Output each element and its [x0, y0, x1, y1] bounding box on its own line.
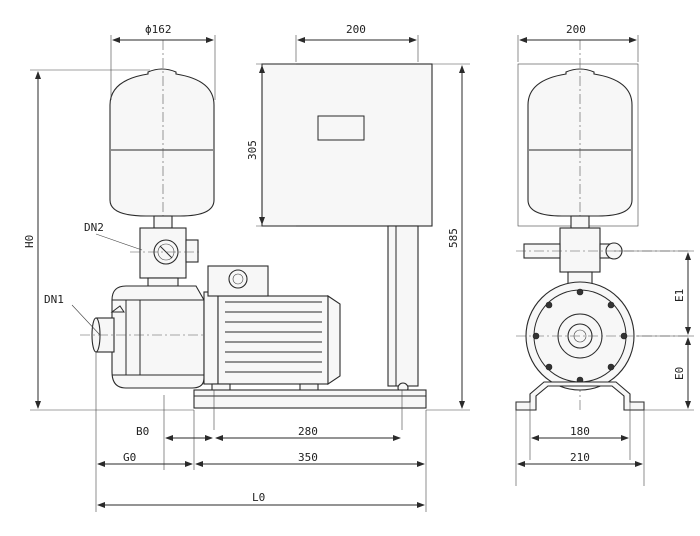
front-view: DN2 DN1 ϕ162 200 305 585 — [23, 23, 470, 512]
tank-diameter-value: ϕ162 — [145, 23, 172, 36]
base-width-value: 350 — [298, 451, 318, 464]
leaders — [71, 233, 143, 336]
cross-fitting — [130, 227, 200, 287]
h0-dimension — [30, 69, 194, 411]
side-base-bracket — [515, 381, 645, 486]
overall-cabinet-height-dimension — [426, 63, 470, 411]
e-dimensions — [614, 250, 694, 411]
pressure-tank — [109, 40, 215, 235]
base-mount-width-value: 280 — [298, 425, 318, 438]
side-view: 200 E1 E0 180 210 — [515, 23, 694, 486]
cabinet-height-value: 305 — [246, 140, 259, 160]
tank-diameter-dimension — [110, 35, 216, 100]
cabinet-width-dimension — [295, 35, 419, 62]
base-plate — [193, 389, 427, 430]
g0-value: G0 — [123, 451, 136, 464]
e1-value: E1 — [673, 289, 686, 302]
pump-body — [80, 285, 230, 389]
cabinet-height-dimension — [256, 63, 296, 227]
l0-value: L0 — [252, 491, 265, 504]
inlet-label: DN1 — [44, 293, 64, 306]
e0-value: E0 — [673, 367, 686, 380]
side-valve — [516, 227, 690, 285]
overall-cabinet-height-value: 585 — [447, 228, 460, 248]
cabinet-width-value: 200 — [346, 23, 366, 36]
side-width-dimension — [517, 35, 639, 62]
side-bottom-dimensions — [517, 435, 643, 467]
h0-value: H0 — [23, 235, 36, 248]
outlet-label: DN2 — [84, 221, 104, 234]
side-mount-width-value: 180 — [570, 425, 590, 438]
side-width-value: 200 — [566, 23, 586, 36]
control-cabinet — [261, 63, 433, 394]
motor — [203, 265, 341, 395]
bottom-dimensions — [95, 352, 427, 512]
side-base-width-value: 210 — [570, 451, 590, 464]
b0-value: B0 — [136, 425, 149, 438]
